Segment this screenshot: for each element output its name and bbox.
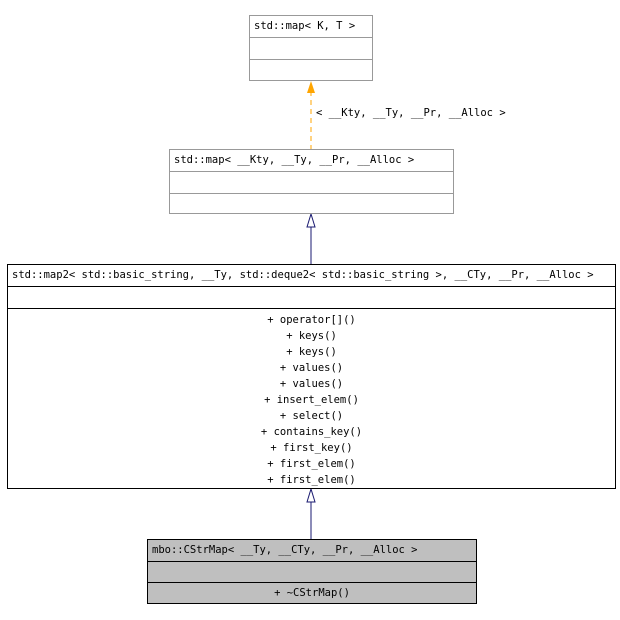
operation: + contains_key()	[260, 426, 363, 438]
class-std-map2: std::map2< std::basic_string, __Ty, std:…	[7, 264, 616, 489]
operations-section: + operator[]() + keys() + keys() + value…	[8, 308, 615, 488]
class-title: mbo::CStrMap< __Ty, __CTy, __Pr, __Alloc…	[152, 544, 418, 556]
operation: + insert_elem()	[264, 394, 359, 406]
operations-section	[250, 59, 372, 80]
class-std-map-k-t: std::map< K, T >	[249, 15, 373, 81]
class-title: std::map< K, T >	[254, 20, 356, 32]
attributes-section	[170, 171, 453, 193]
template-binding-label: < __Kty, __Ty, __Pr, __Alloc >	[316, 107, 506, 119]
class-mbo-cstrmap: mbo::CStrMap< __Ty, __CTy, __Pr, __Alloc…	[147, 539, 477, 604]
operation: + first_elem()	[267, 458, 356, 470]
operation: + operator[]()	[267, 314, 356, 326]
class-title: std::map< __Kty, __Ty, __Pr, __Alloc >	[174, 154, 415, 166]
operations-section	[170, 193, 453, 213]
operation: + first_key()	[270, 442, 353, 454]
operation: + keys()	[286, 330, 337, 342]
class-title: std::map2< std::basic_string, __Ty, std:…	[12, 269, 594, 281]
operation: + first_elem()	[267, 474, 356, 486]
operations-section: + ~CStrMap()	[148, 582, 476, 601]
inheritance-arrowhead-cstrmap	[306, 487, 316, 503]
operation: + values()	[279, 362, 344, 374]
class-std-map-kty: std::map< __Kty, __Ty, __Pr, __Alloc >	[169, 149, 454, 214]
attributes-section	[148, 561, 476, 582]
attributes-section	[250, 37, 372, 59]
operation: + ~CStrMap()	[274, 587, 350, 599]
attributes-section	[8, 286, 615, 308]
operation: + values()	[279, 378, 344, 390]
operation: + keys()	[286, 346, 337, 358]
template-binding-arrowhead	[307, 81, 315, 93]
operation: + select()	[279, 410, 344, 422]
inheritance-arrowhead-map2	[306, 212, 316, 228]
